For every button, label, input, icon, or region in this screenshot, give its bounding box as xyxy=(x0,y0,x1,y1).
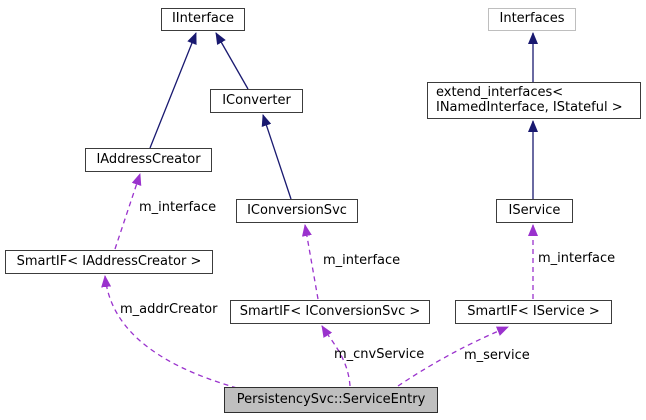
edge-label-m-cnvservice: m_cnvService xyxy=(334,347,425,362)
usage-edge-smartifaddr-to-iaddresscreator xyxy=(114,173,142,250)
extend-interfaces-line2: INamedInterface, IStateful > xyxy=(436,99,623,115)
extend-interfaces-line1: extend_interfaces< xyxy=(436,84,564,100)
class-node-extend-interfaces[interactable]: extend_interfaces< INamedInterface, ISta… xyxy=(427,82,641,119)
edge-label-m-interface-left: m_interface xyxy=(139,200,217,215)
edge-label-m-addrcreator: m_addrCreator xyxy=(120,302,218,317)
edge-label-m-interface-mid: m_interface xyxy=(323,253,401,268)
inheritance-edge-iconversionsvc-to-iconverter xyxy=(261,114,292,200)
usage-edge-serviceentry-to-smartifsvc xyxy=(397,326,509,387)
class-node-smartif-iaddresscreator[interactable]: SmartIF< IAddressCreator > xyxy=(5,250,213,274)
class-node-iinterface[interactable]: IInterface xyxy=(161,8,245,31)
class-node-interfaces[interactable]: Interfaces xyxy=(488,8,576,31)
usage-edge-serviceentry-to-smartifcnv xyxy=(321,325,351,387)
class-node-smartif-iconversionsvc[interactable]: SmartIF< IConversionSvc > xyxy=(230,300,430,324)
inheritance-edge-iaddresscreator-to-iinterface xyxy=(149,32,197,149)
class-node-smartif-iservice[interactable]: SmartIF< IService > xyxy=(455,300,612,324)
usage-edge-serviceentry-to-smartifaddr xyxy=(101,275,238,389)
usage-edge-smartifcnv-to-iconversionsvc xyxy=(301,224,319,300)
class-node-iconversionsvc[interactable]: IConversionSvc xyxy=(236,199,358,223)
class-node-iservice[interactable]: IService xyxy=(496,199,573,223)
class-node-iaddresscreator[interactable]: IAddressCreator xyxy=(85,148,212,172)
edge-label-m-service: m_service xyxy=(464,348,530,363)
inheritance-edge-iconverter-to-iinterface xyxy=(215,32,249,90)
edge-label-m-interface-right: m_interface xyxy=(538,251,616,266)
class-node-persistencysvc-serviceentry: PersistencySvc::ServiceEntry xyxy=(224,387,438,413)
class-node-iconverter[interactable]: IConverter xyxy=(210,89,303,113)
